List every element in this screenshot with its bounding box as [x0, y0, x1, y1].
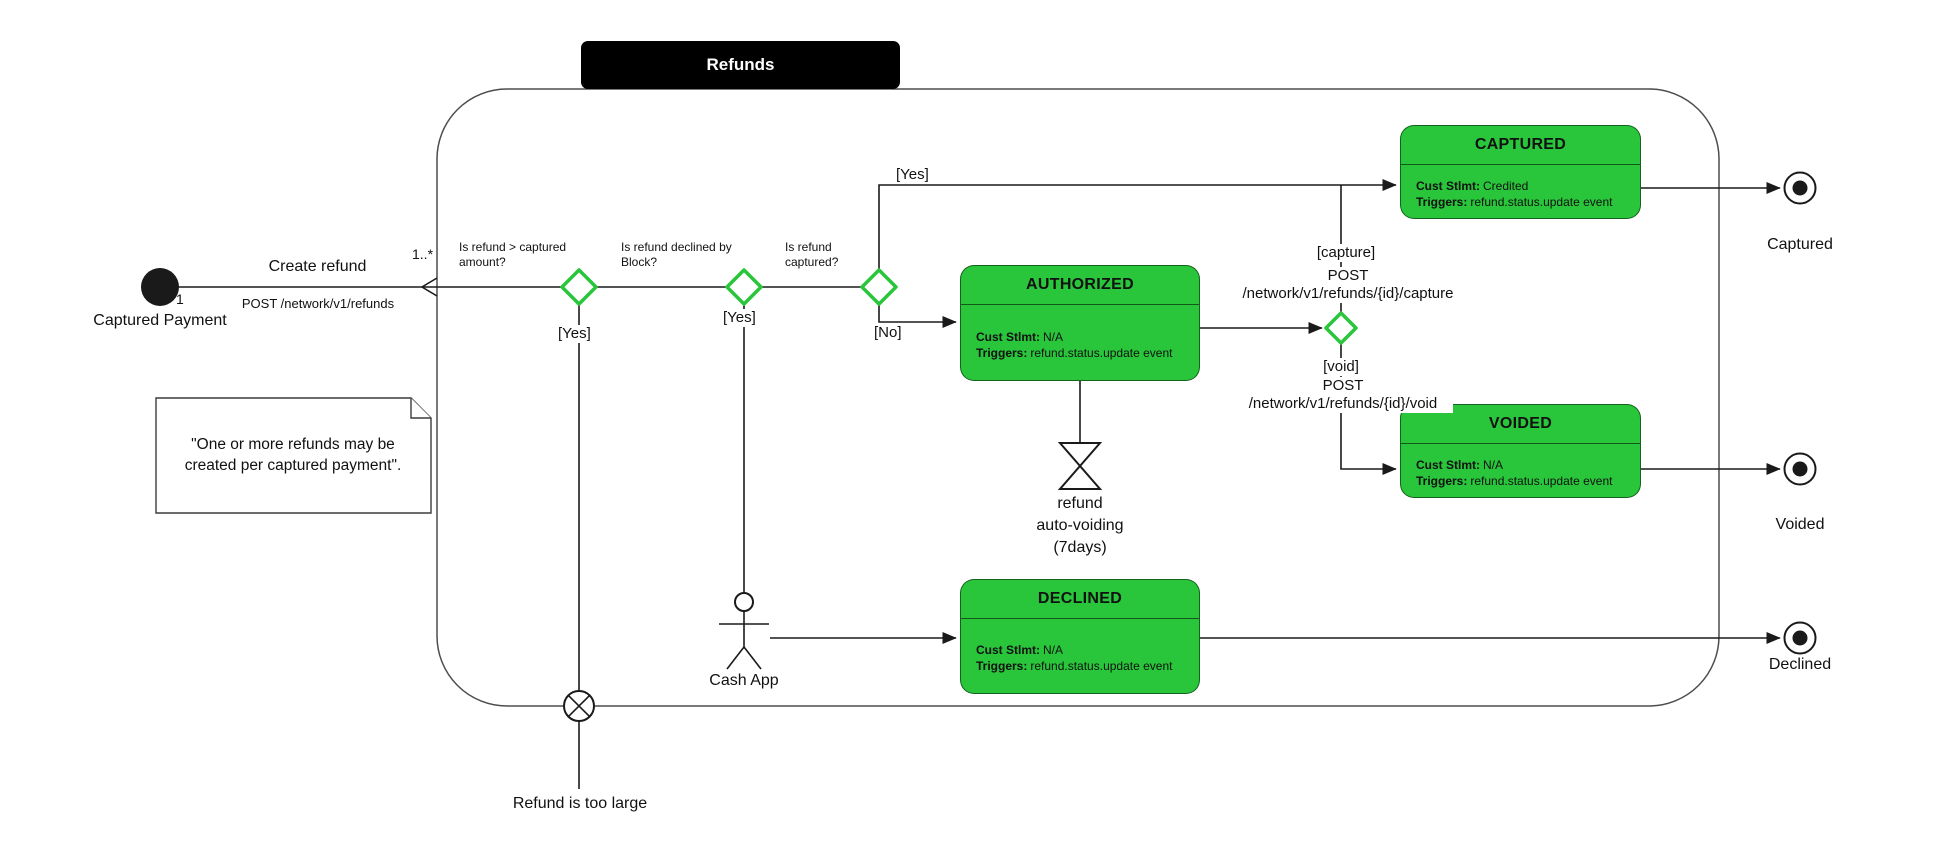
state-voided[interactable]: VOIDED Cust Stlmt:N/A Triggers:refund.st… — [1400, 404, 1641, 498]
decision-1-question-label: Is refund > captured amount? — [459, 240, 567, 269]
open-arrowhead-icon — [420, 277, 438, 297]
settlement-line: Cust Stlmt:N/A — [976, 643, 1064, 657]
final-declined-node[interactable] — [1783, 621, 1817, 655]
state-voided-body: Cust Stlmt:N/A Triggers:refund.status.up… — [1401, 444, 1640, 497]
state-voided-title: VOIDED — [1401, 405, 1640, 444]
decision-1-yes-label: [Yes] — [556, 325, 593, 343]
state-authorized-title: AUTHORIZED — [961, 266, 1199, 305]
settlement-line: Cust Stlmt:N/A — [1416, 457, 1504, 472]
flow-final-label: Refund is too large — [512, 795, 648, 812]
cash-app-actor-label: Cash App — [709, 672, 779, 689]
triggers-line: Triggers:refund.status.update event — [1416, 194, 1613, 209]
triggers-line: Triggers:refund.status.update event — [1416, 473, 1613, 488]
final-voided-node[interactable] — [1783, 452, 1817, 486]
note-text: "One or more refunds may be created per … — [184, 435, 402, 474]
cash-app-actor-icon[interactable] — [719, 592, 769, 670]
decision-2-question-label: Is refund declined by Block? — [621, 240, 732, 269]
note-shape[interactable] — [155, 397, 432, 514]
decision-refund-captured-diamond[interactable] — [860, 268, 898, 306]
triggers-line: Triggers:refund.status.update event — [976, 345, 1173, 360]
state-authorized[interactable]: AUTHORIZED Cust Stlmt:N/A Triggers:refun… — [960, 265, 1200, 381]
final-voided-label: Voided — [1775, 516, 1825, 533]
decision-refund-too-large-diamond[interactable] — [560, 268, 598, 306]
timer-icon[interactable] — [1057, 442, 1103, 490]
flow-final-node[interactable] — [563, 690, 595, 722]
state-declined-title: DECLINED — [961, 580, 1199, 619]
refunds-title: Refunds — [581, 41, 900, 89]
state-authorized-body: Cust Stlmt:N/A Triggers:refund.status.up… — [961, 305, 1199, 380]
void-guard-label: [void] — [1306, 358, 1376, 376]
void-endpoint-label: POST /network/v1/refunds/{id}/void — [1233, 377, 1453, 413]
final-captured-label: Captured — [1767, 236, 1833, 253]
triggers-line: Triggers:refund.status.update event — [976, 659, 1173, 673]
state-captured[interactable]: CAPTURED Cust Stlmt:Credited Triggers:re… — [1400, 125, 1641, 219]
state-declined[interactable]: DECLINED Cust Stlmt:N/A Triggers:refund.… — [960, 579, 1200, 694]
timer-label: refund auto-voiding (7days) — [1036, 495, 1124, 556]
decision-declined-by-block-diamond[interactable] — [725, 268, 763, 306]
create-refund-label: Create refund — [268, 258, 367, 275]
decision-2-yes-label: [Yes] — [721, 309, 758, 327]
initial-state-node[interactable] — [141, 268, 179, 306]
final-declined-label: Declined — [1768, 656, 1832, 673]
final-captured-node[interactable] — [1783, 171, 1817, 205]
multiplicity-from-label: 1 — [176, 291, 184, 307]
state-captured-body: Cust Stlmt:Credited Triggers:refund.stat… — [1401, 165, 1640, 218]
state-captured-title: CAPTURED — [1401, 126, 1640, 165]
capture-endpoint-label: POST /network/v1/refunds/{id}/capture — [1228, 267, 1468, 303]
multiplicity-to-label: 1..* — [412, 246, 434, 262]
decision-3-question-label: Is refund captured? — [785, 240, 839, 269]
settlement-line: Cust Stlmt:N/A — [976, 329, 1064, 344]
capture-or-void-choice-diamond[interactable] — [1324, 311, 1358, 345]
settlement-line: Cust Stlmt:Credited — [1416, 178, 1529, 193]
state-declined-body: Cust Stlmt:N/A Triggers:refund.status.up… — [961, 619, 1199, 693]
refunds-title-text: Refunds — [706, 55, 775, 74]
refunds-region-border — [436, 88, 1720, 707]
decision-3-yes-label: [Yes] — [894, 166, 931, 184]
create-refund-endpoint-label: POST /network/v1/refunds — [241, 296, 395, 311]
decision-3-no-label: [No] — [872, 324, 904, 342]
initial-state-label: Captured Payment — [93, 312, 227, 329]
capture-guard-label: [capture] — [1281, 244, 1411, 262]
